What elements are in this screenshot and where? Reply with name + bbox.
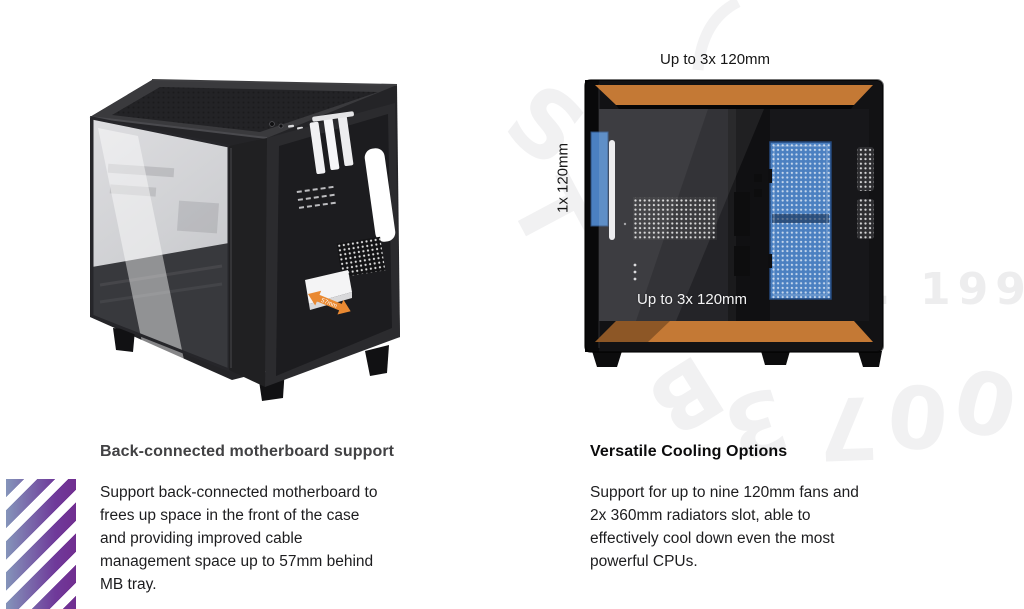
- right-feature-heading: Versatile Cooling Options: [590, 443, 788, 460]
- left-feature-body: Support back-connected motherboard to fr…: [100, 481, 430, 596]
- mb-tray-space-block: 57mm: [305, 270, 352, 315]
- honeycomb-vent: [336, 236, 386, 278]
- io-ports: [269, 121, 304, 130]
- mb-tray-vent: [633, 197, 717, 240]
- vent-slots: [296, 185, 336, 209]
- watermark-glyph: 7: [816, 375, 880, 479]
- left-feature-heading: Back-connected motherboard support: [100, 443, 395, 460]
- side-fan-zone-blue: [768, 141, 832, 300]
- top-fans-label: Up to 3x 120mm: [660, 51, 771, 68]
- front-pillar: [229, 138, 267, 387]
- body-line: and providing improved cable: [100, 530, 303, 547]
- watermark-glyph: 0: [882, 362, 953, 468]
- left-case-image: 57mm: [89, 79, 400, 401]
- body-line: powerful CPUs.: [590, 553, 698, 570]
- watermark-year-text: . 1992: [874, 264, 1024, 315]
- rear-fan-label: 1x 120mm: [554, 142, 572, 214]
- diagonal-stripes-decoration: [6, 479, 76, 609]
- bottom-fan-zone-orange: [595, 321, 873, 342]
- top-fan-zone-orange: [595, 85, 873, 105]
- case-top-panel: [89, 79, 398, 139]
- right-cooling-diagram: [584, 79, 884, 367]
- body-line: Support back-connected motherboard to: [100, 484, 378, 501]
- pci-slot-covers: [309, 111, 354, 175]
- body-line: effectively cool down even the most: [590, 530, 835, 547]
- front-vent-strips: [857, 147, 874, 239]
- rear-slot: [609, 140, 615, 240]
- body-line: 2x 360mm radiators slot, able to: [590, 507, 811, 524]
- body-line: management space up to 57mm behind: [100, 553, 374, 570]
- case-feet: [592, 351, 882, 367]
- watermark-glyph: 0: [944, 345, 1024, 457]
- case-back-compartment: 57mm: [265, 103, 400, 387]
- body-line: frees up space in the front of the case: [100, 507, 360, 524]
- right-feature-body: Support for up to nine 120mm fans and 2x…: [590, 481, 920, 573]
- 57mm-arrow: 57mm: [308, 290, 351, 315]
- rear-fan-zone-blue: [590, 131, 609, 227]
- glass-reflection: [599, 109, 764, 321]
- tempered-glass-panel: [90, 116, 231, 373]
- watermark-ring-arc: [692, 0, 741, 71]
- body-line: Support for up to nine 120mm fans and: [590, 484, 859, 501]
- bottom-fans-label: Up to 3x 120mm: [637, 291, 748, 308]
- cable-cutout: [364, 148, 396, 242]
- body-line: MB tray.: [100, 576, 157, 593]
- arrow-label: 57mm: [320, 298, 338, 310]
